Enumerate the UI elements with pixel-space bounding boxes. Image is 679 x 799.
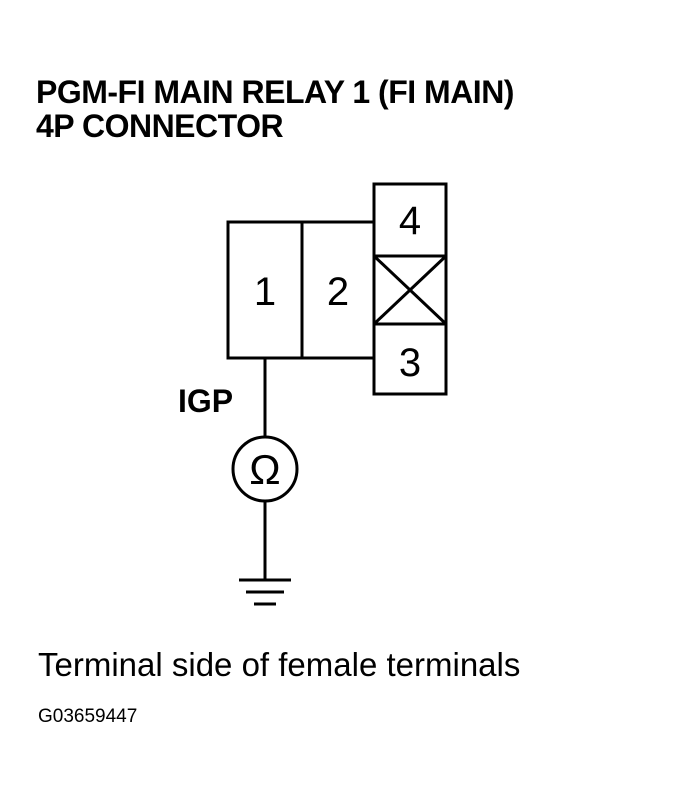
diagram-title-line2: 4P CONNECTOR [36, 108, 284, 144]
diagram-title-line1: PGM-FI MAIN RELAY 1 (FI MAIN) [36, 74, 514, 110]
ground-icon [239, 578, 291, 606]
unused-cavity-cross-icon [372, 254, 448, 326]
terminal-4-label: 4 [399, 199, 421, 243]
terminal-2-label: 2 [327, 270, 349, 314]
terminal-3-label: 3 [399, 341, 421, 385]
right-terminal-column [372, 182, 448, 396]
diagram-caption: Terminal side of female terminals [38, 646, 521, 683]
terminal-1-label: 1 [254, 270, 276, 314]
wire-label-igp: IGP [178, 383, 233, 419]
ohm-symbol: Ω [249, 446, 280, 493]
figure-code: G03659447 [38, 706, 138, 727]
